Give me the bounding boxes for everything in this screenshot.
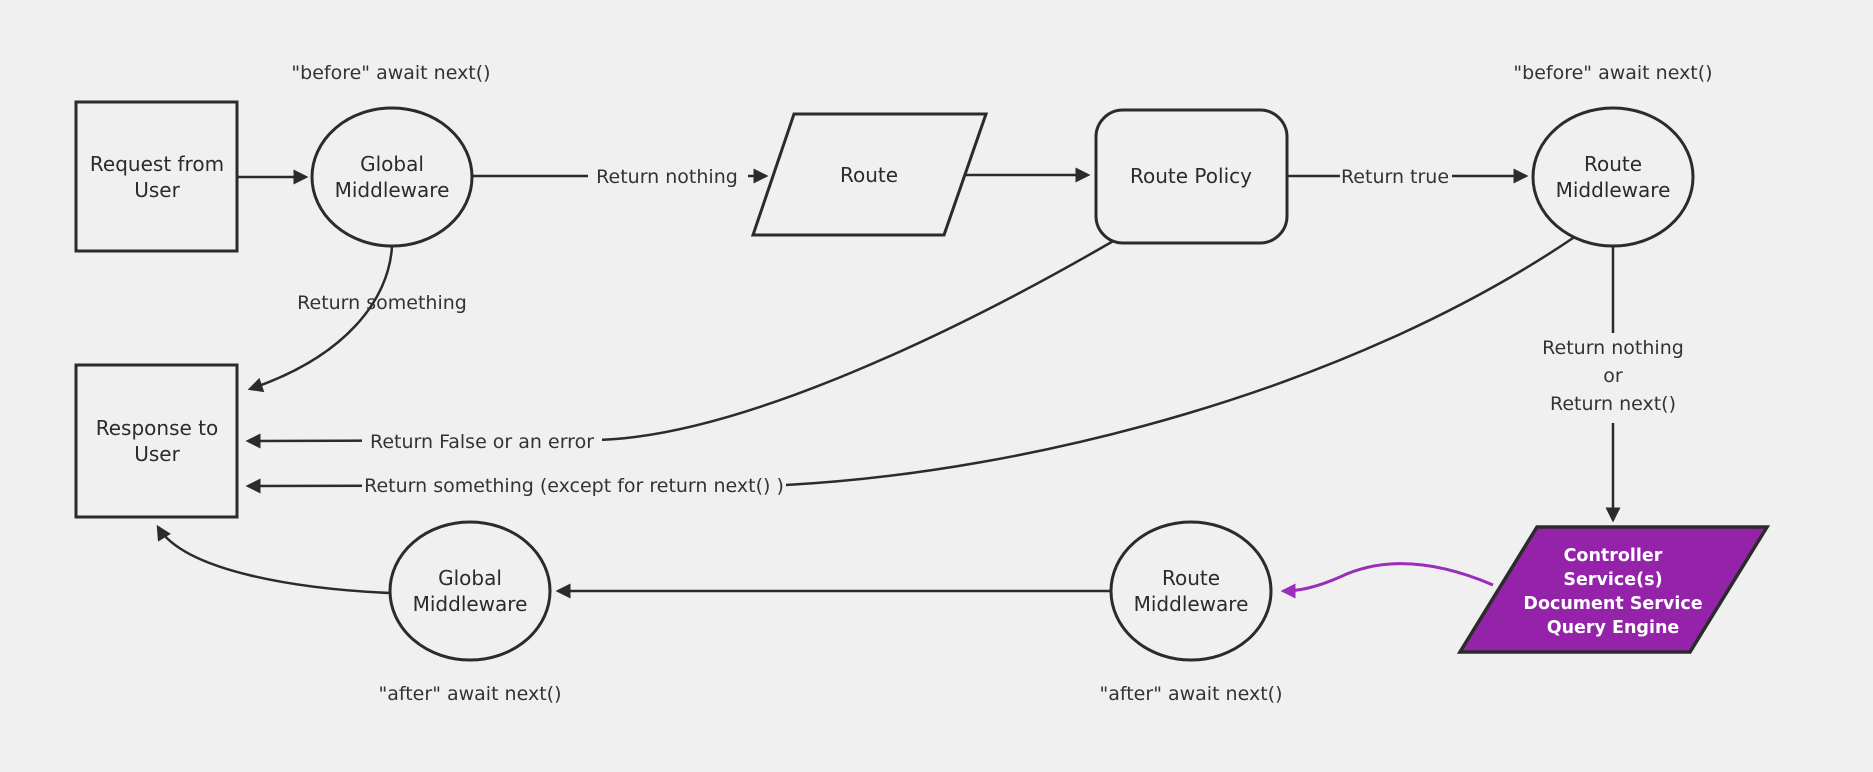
node-route: Route — [750, 112, 989, 237]
node-route-policy: Route Policy — [1094, 108, 1289, 245]
request-from-user-label-line2: User — [134, 178, 180, 202]
edge-controller-to-route-middleware-bottom — [1280, 562, 1494, 599]
route-middleware-bottom-label-line1: Route — [1162, 566, 1220, 590]
global-middleware-bottom-label-line1: Global — [438, 566, 502, 590]
route-policy-label: Route Policy — [1130, 164, 1252, 188]
edge-label-after-await-right: "after" await next() — [1100, 683, 1283, 705]
node-route-middleware-top: Route Middleware — [1531, 106, 1695, 248]
edge-label-return-nothing-or-line2: or — [1603, 365, 1623, 387]
response-to-user-label-line2: User — [134, 442, 180, 466]
edge-global-middleware-bottom-to-response — [156, 524, 391, 595]
node-global-middleware-top: Global Middleware — [310, 106, 474, 248]
global-middleware-bottom-label-line2: Middleware — [413, 592, 528, 616]
route-middleware-top-label-line2: Middleware — [1556, 178, 1671, 202]
global-middleware-top-label-line2: Middleware — [335, 178, 450, 202]
edge-label-return-something-except: Return something (except for return next… — [364, 475, 784, 497]
label-bg-return-true — [1340, 161, 1452, 191]
route-parallelogram — [750, 112, 989, 237]
edge-label-return-nothing: Return nothing — [596, 166, 738, 188]
edge-label-return-false-or-error: Return False or an error — [370, 431, 594, 453]
controller-services-label-line2: Service(s) — [1563, 570, 1662, 590]
label-bg-return-except — [362, 471, 786, 501]
edge-label-before-await-right: "before" await next() — [1513, 62, 1712, 84]
label-bg-return-nothing-or — [1526, 333, 1702, 423]
edge-route-policy-to-response — [245, 238, 1116, 449]
route-middleware-top-ellipse — [1531, 106, 1695, 248]
request-from-user-label-line1: Request from — [90, 152, 224, 176]
request-from-user-box — [74, 100, 239, 253]
node-route-middleware-bottom: Route Middleware — [1109, 520, 1273, 662]
controller-services-label-line1: Controller — [1564, 546, 1663, 566]
global-middleware-bottom-ellipse — [388, 520, 552, 662]
edge-label-return-nothing-or-line1: Return nothing — [1542, 337, 1684, 359]
node-request-from-user: Request from User — [74, 100, 239, 253]
edge-global-middleware-to-response — [247, 245, 394, 393]
node-controller-services: Controller Service(s) Document Service Q… — [1456, 525, 1771, 654]
node-response-to-user: Response to User — [74, 363, 239, 519]
controller-services-label-line4: Query Engine — [1547, 618, 1680, 638]
route-middleware-bottom-label-line2: Middleware — [1134, 592, 1249, 616]
route-label: Route — [840, 163, 898, 187]
response-to-user-label-line1: Response to — [96, 416, 219, 440]
route-middleware-top-label-line1: Route — [1584, 152, 1642, 176]
node-global-middleware-bottom: Global Middleware — [388, 520, 552, 662]
label-bg-return-false — [362, 427, 602, 457]
global-middleware-top-ellipse — [310, 106, 474, 248]
controller-services-label-line3: Document Service — [1523, 594, 1702, 614]
edge-route-middleware-to-response — [245, 234, 1577, 494]
edge-label-after-await-left: "after" await next() — [379, 683, 562, 705]
response-to-user-box — [74, 363, 239, 519]
edge-label-return-nothing-or-line3: Return next() — [1550, 393, 1676, 415]
edge-label-before-await-left: "before" await next() — [291, 62, 490, 84]
edge-label-return-something: Return something — [297, 292, 467, 314]
label-bg-return-nothing — [588, 161, 748, 191]
route-policy-box — [1094, 108, 1289, 245]
route-middleware-bottom-ellipse — [1109, 520, 1273, 662]
controller-services-parallelogram — [1456, 525, 1771, 654]
edge-label-return-true: Return true — [1341, 166, 1449, 188]
global-middleware-top-label-line1: Global — [360, 152, 424, 176]
